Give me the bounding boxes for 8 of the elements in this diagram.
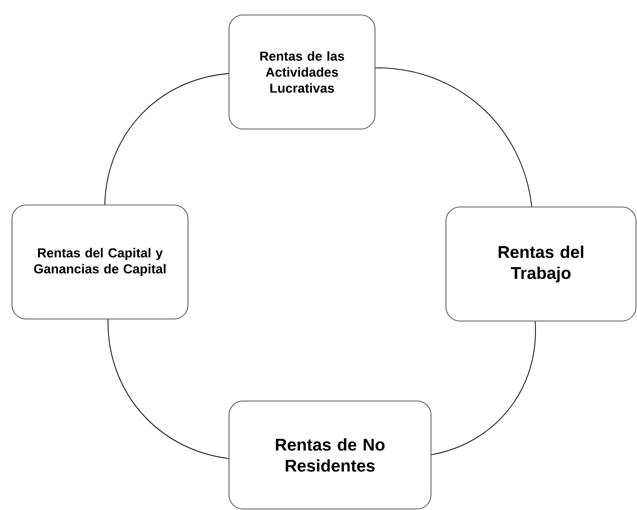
rounded-box: Rentas de No Residentes bbox=[228, 400, 432, 510]
arc-line bbox=[431, 320, 536, 456]
arc-line bbox=[108, 318, 229, 459]
rounded-box: Rentas de las Actividades Lucrativas bbox=[228, 14, 376, 130]
arc-line bbox=[375, 67, 532, 207]
arc-line bbox=[104, 73, 229, 205]
rounded-box: Rentas del Capital y Ganancias de Capital bbox=[12, 204, 188, 320]
rounded-box: Rentas del Trabajo bbox=[446, 206, 636, 322]
